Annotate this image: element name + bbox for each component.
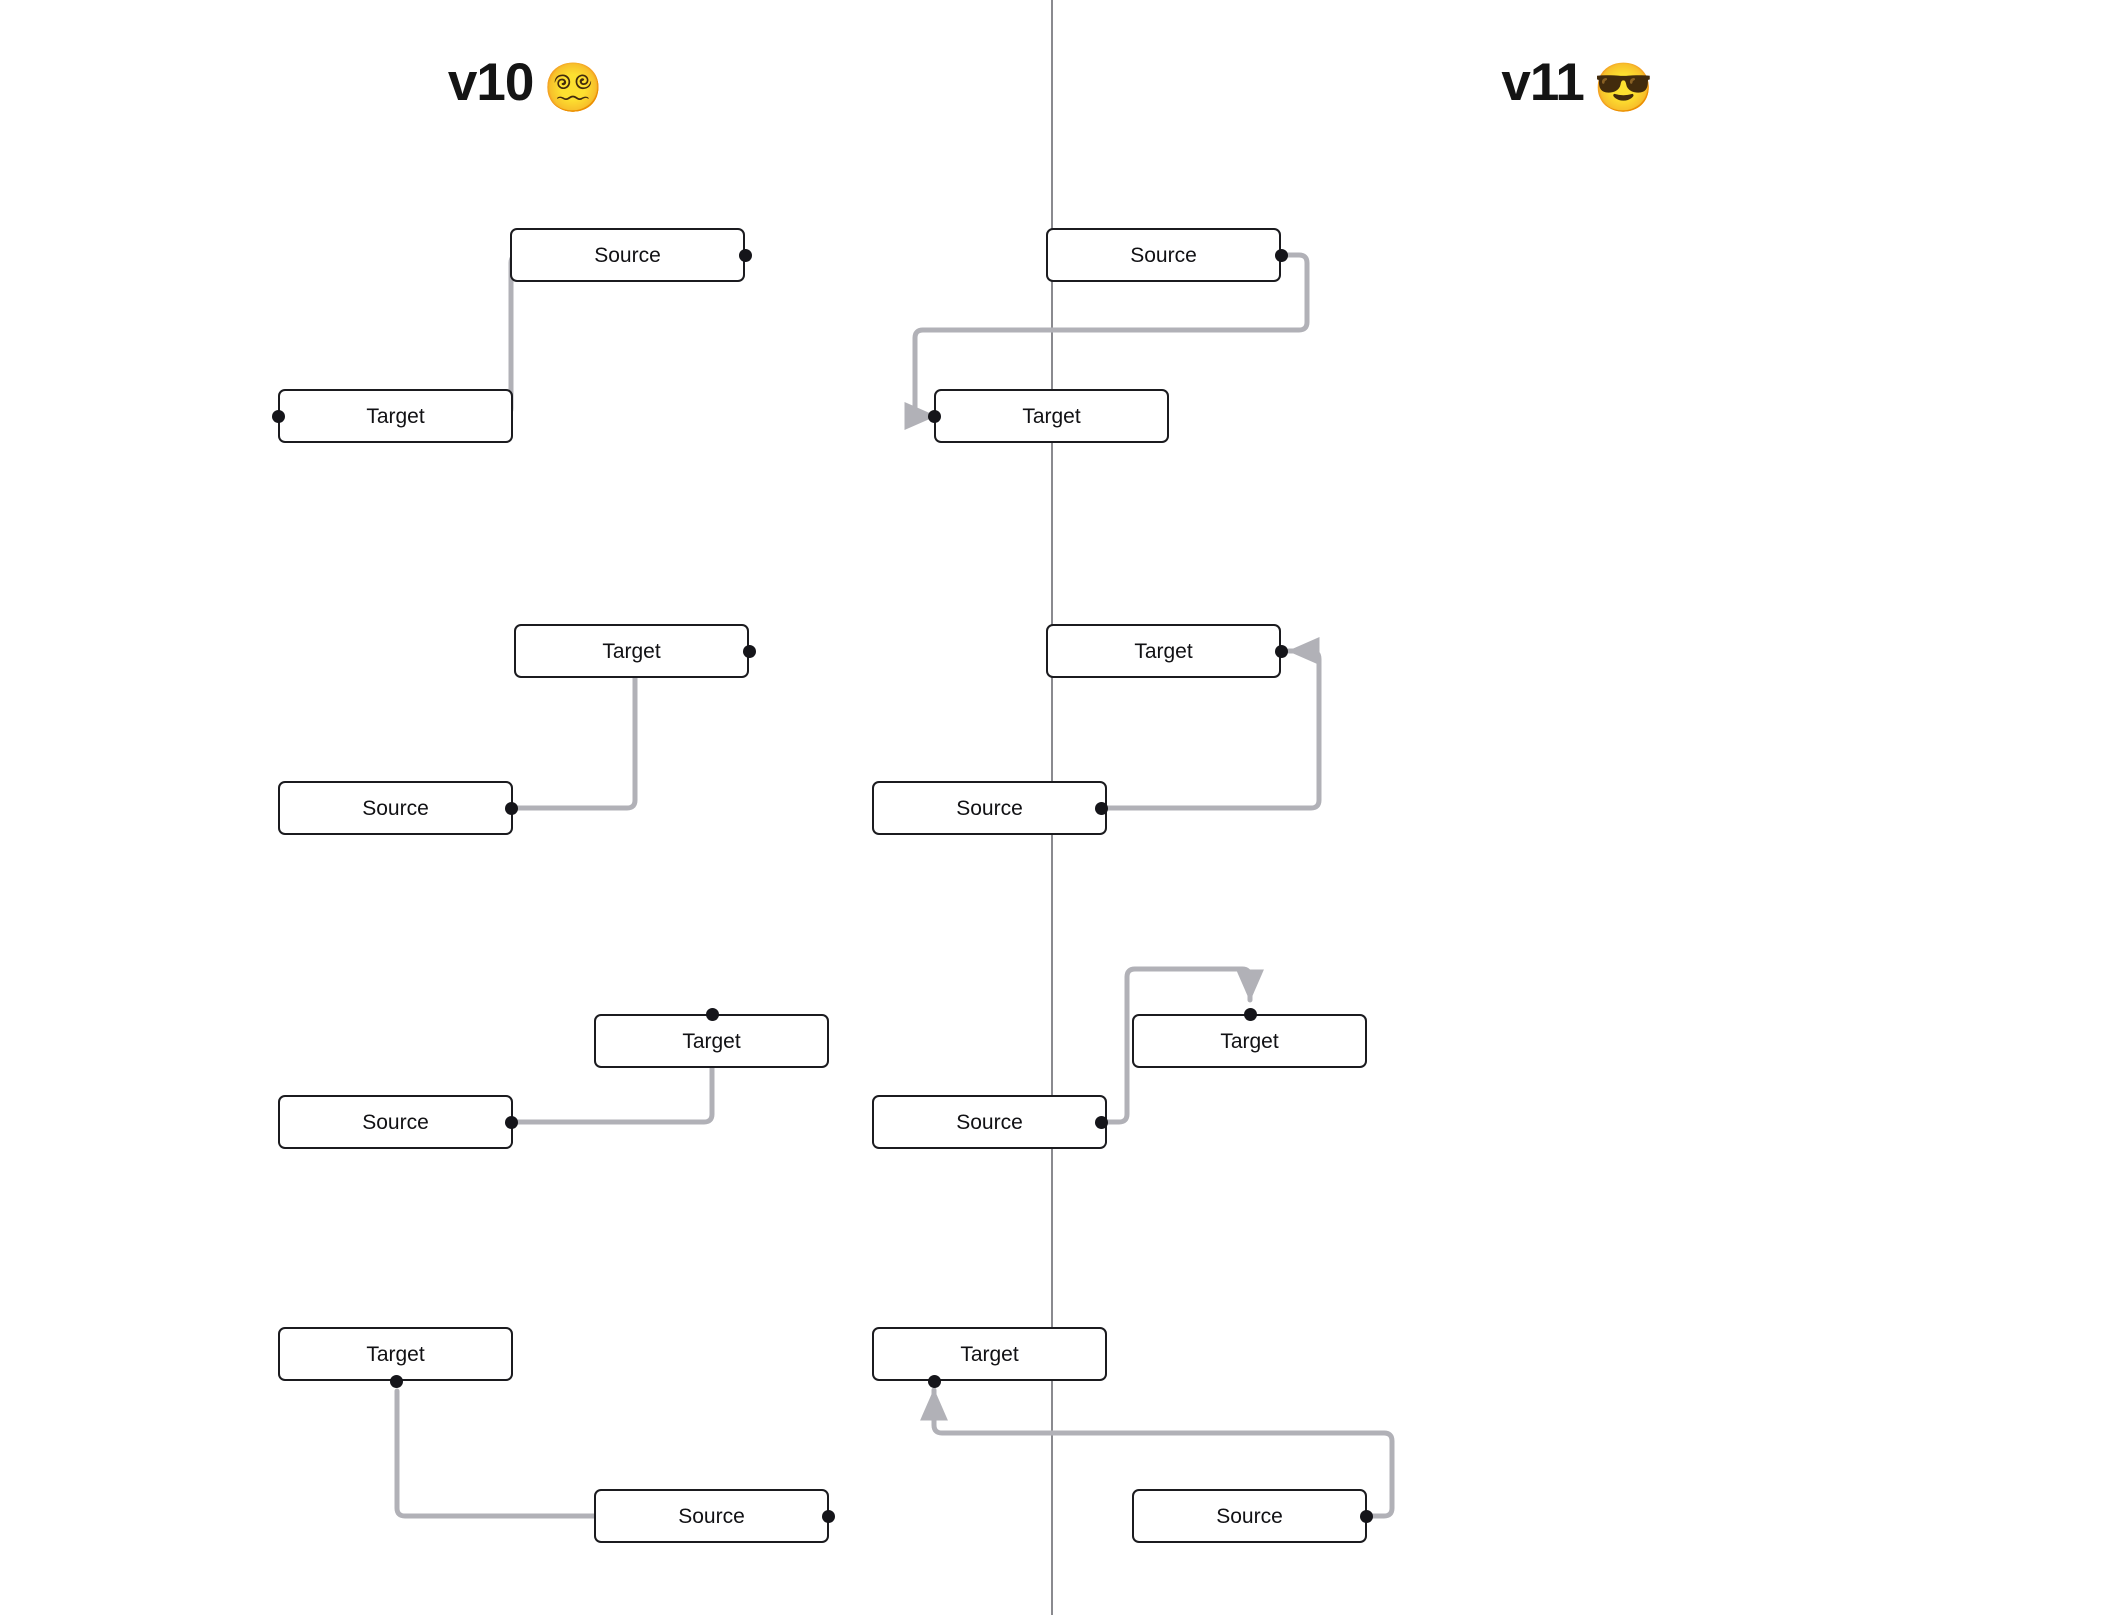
panel-v11: v11😎 [872, 0, 2102, 1615]
edge-v10-d3[interactable] [508, 1011, 715, 1125]
handle-target-left-v11-d1[interactable] [928, 410, 941, 423]
handle-target-top-v10-d3[interactable] [706, 1008, 719, 1021]
node-source-v10-d3[interactable]: Source [278, 1095, 513, 1149]
handle-source-right-v11-d2[interactable] [1095, 802, 1108, 815]
handle-target-bottom-v11-d4[interactable] [928, 1375, 941, 1388]
node-label: Target [960, 1342, 1019, 1366]
node-label: Source [594, 243, 661, 267]
node-label: Target [366, 1342, 425, 1366]
handle-source-right-v11-d1[interactable] [1275, 249, 1288, 262]
panel-title-text-v10: v10 [447, 53, 534, 112]
handle-target-bottom-v10-d4[interactable] [390, 1375, 403, 1388]
node-target-v10-d3[interactable]: Target [594, 1014, 829, 1068]
node-target-v11-d4[interactable]: Target [872, 1327, 1107, 1381]
edge-group-v11-d1 [904, 252, 1310, 430]
handle-source-right-v10-d2[interactable] [505, 802, 518, 815]
face-with-spiral-eyes-emoji: 😵‍💫 [543, 62, 604, 115]
node-label: Source [678, 1504, 745, 1528]
node-label: Source [362, 1110, 429, 1134]
node-label: Source [956, 796, 1023, 820]
edge-v11-d2 [1098, 637, 1322, 811]
node-label: Target [366, 404, 425, 428]
panel-title-v10: v10😵‍💫 [0, 52, 1051, 116]
node-source-v10-d2[interactable]: Source [278, 781, 513, 835]
panel-title-text-v11: v11 [1501, 53, 1585, 112]
handle-target-top-v11-d3[interactable] [1244, 1008, 1257, 1021]
node-source-v10-d1[interactable]: Source [510, 228, 745, 282]
panel-title-v11: v11😎 [1053, 52, 2102, 116]
node-label: Source [362, 796, 429, 820]
edge-v11-d4 [920, 1387, 1395, 1519]
handle-target-right-v11-d2[interactable] [1275, 645, 1288, 658]
edge-layer-v11 [904, 252, 1395, 1519]
handle-target-right-v10-d2[interactable] [743, 645, 756, 658]
node-target-v10-d4[interactable]: Target [278, 1327, 513, 1381]
edge-v11-d3 [1098, 966, 1264, 1125]
edge-v11-d1-final [904, 252, 1310, 430]
node-target-v10-d2[interactable]: Target [514, 624, 749, 678]
smiling-face-with-sunglasses-emoji: 😎 [1593, 62, 1654, 115]
node-target-v10-d1[interactable]: Target [278, 389, 513, 443]
node-label: Source [956, 1110, 1023, 1134]
handle-source-right-v11-d4[interactable] [1360, 1510, 1373, 1523]
handle-target-left-v10-d1[interactable] [272, 410, 285, 423]
handle-source-right-v10-d1[interactable] [739, 249, 752, 262]
node-label: Target [682, 1029, 741, 1053]
handle-source-right-v11-d3[interactable] [1095, 1116, 1108, 1129]
edge-v10-d4[interactable] [394, 1388, 831, 1519]
handle-source-right-v10-d4[interactable] [822, 1510, 835, 1523]
node-label: Target [602, 639, 661, 663]
handle-source-right-v10-d3[interactable] [505, 1116, 518, 1129]
node-source-v10-d4[interactable]: Source [594, 1489, 829, 1543]
